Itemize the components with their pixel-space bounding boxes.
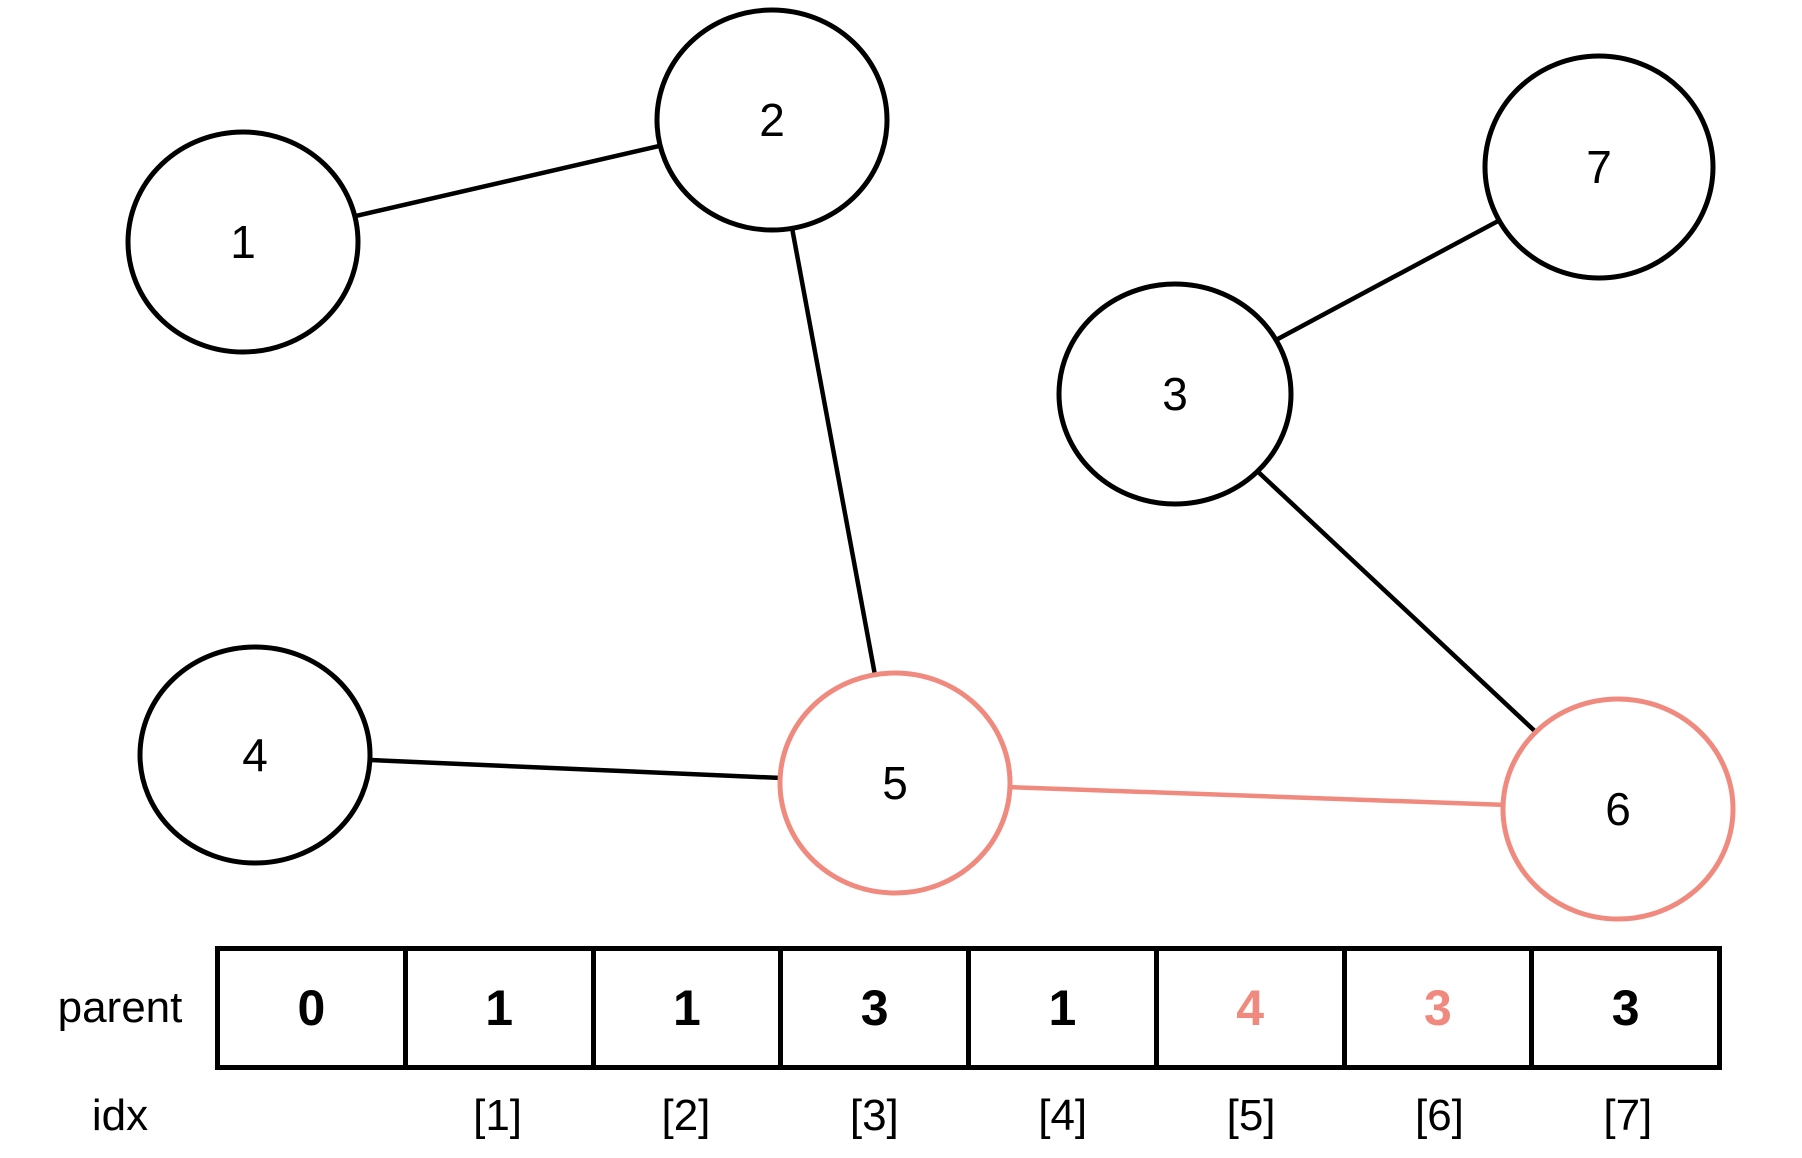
parent-cell-3: 3 xyxy=(783,951,971,1065)
parent-cell-0: 0 xyxy=(220,951,408,1065)
graph-node-circle-3 xyxy=(1056,281,1294,507)
graph-node-circle-6 xyxy=(1500,696,1736,922)
graph-node-label-2: 2 xyxy=(759,94,785,146)
index-cell-3: [3] xyxy=(849,1091,899,1140)
graph-node-circle-1 xyxy=(125,129,361,355)
graph-node-6: 6 xyxy=(1500,696,1736,922)
parent-row-label: parent xyxy=(57,983,183,1032)
graph-edge-5-6 xyxy=(894,780,1619,812)
idx-row-label: idx xyxy=(91,1091,149,1140)
parent-cell-6: 3 xyxy=(1347,951,1535,1065)
parent-cell-7: 3 xyxy=(1611,980,1640,1036)
parent-cell-2: 1 xyxy=(596,951,784,1065)
graph-node-circle-4 xyxy=(137,644,373,866)
parent-cell-1: 1 xyxy=(408,951,596,1065)
graph-node-label-3: 3 xyxy=(1162,368,1188,420)
graph-node-5: 5 xyxy=(777,670,1013,896)
index-cell-4: [4] xyxy=(1038,1091,1088,1140)
parent-cell-4: 1 xyxy=(971,951,1159,1065)
index-cell-2: [2] xyxy=(661,1091,711,1140)
index-cell-5: [5] xyxy=(1226,1091,1276,1140)
graph-node-circle-5 xyxy=(777,670,1013,896)
index-cell-0 xyxy=(215,1078,403,1154)
graph-node-label-1: 1 xyxy=(230,216,256,268)
index-row: [1] [2] [3] [4] [5] [6] [7] xyxy=(215,1078,1722,1154)
graph-node-label-6: 6 xyxy=(1605,783,1631,835)
graph-node-label-5: 5 xyxy=(882,757,908,809)
graph-node-circle-7 xyxy=(1482,53,1716,281)
graph-node-circle-2 xyxy=(654,7,890,233)
graph-node-2: 2 xyxy=(654,7,890,233)
graph-node-7: 7 xyxy=(1482,53,1716,281)
graph-node-label-7: 7 xyxy=(1586,141,1612,193)
graph-node-3: 3 xyxy=(1056,281,1294,507)
parent-cell-5: 4 xyxy=(1159,951,1347,1065)
graph-node-label-4: 4 xyxy=(242,729,268,781)
graph-node-1: 1 xyxy=(125,129,361,355)
index-cell-1: [1] xyxy=(473,1091,523,1140)
graph-node-4: 4 xyxy=(137,644,373,866)
index-cell-7: [7] xyxy=(1603,1091,1653,1140)
index-cell-6: [6] xyxy=(1414,1091,1464,1140)
